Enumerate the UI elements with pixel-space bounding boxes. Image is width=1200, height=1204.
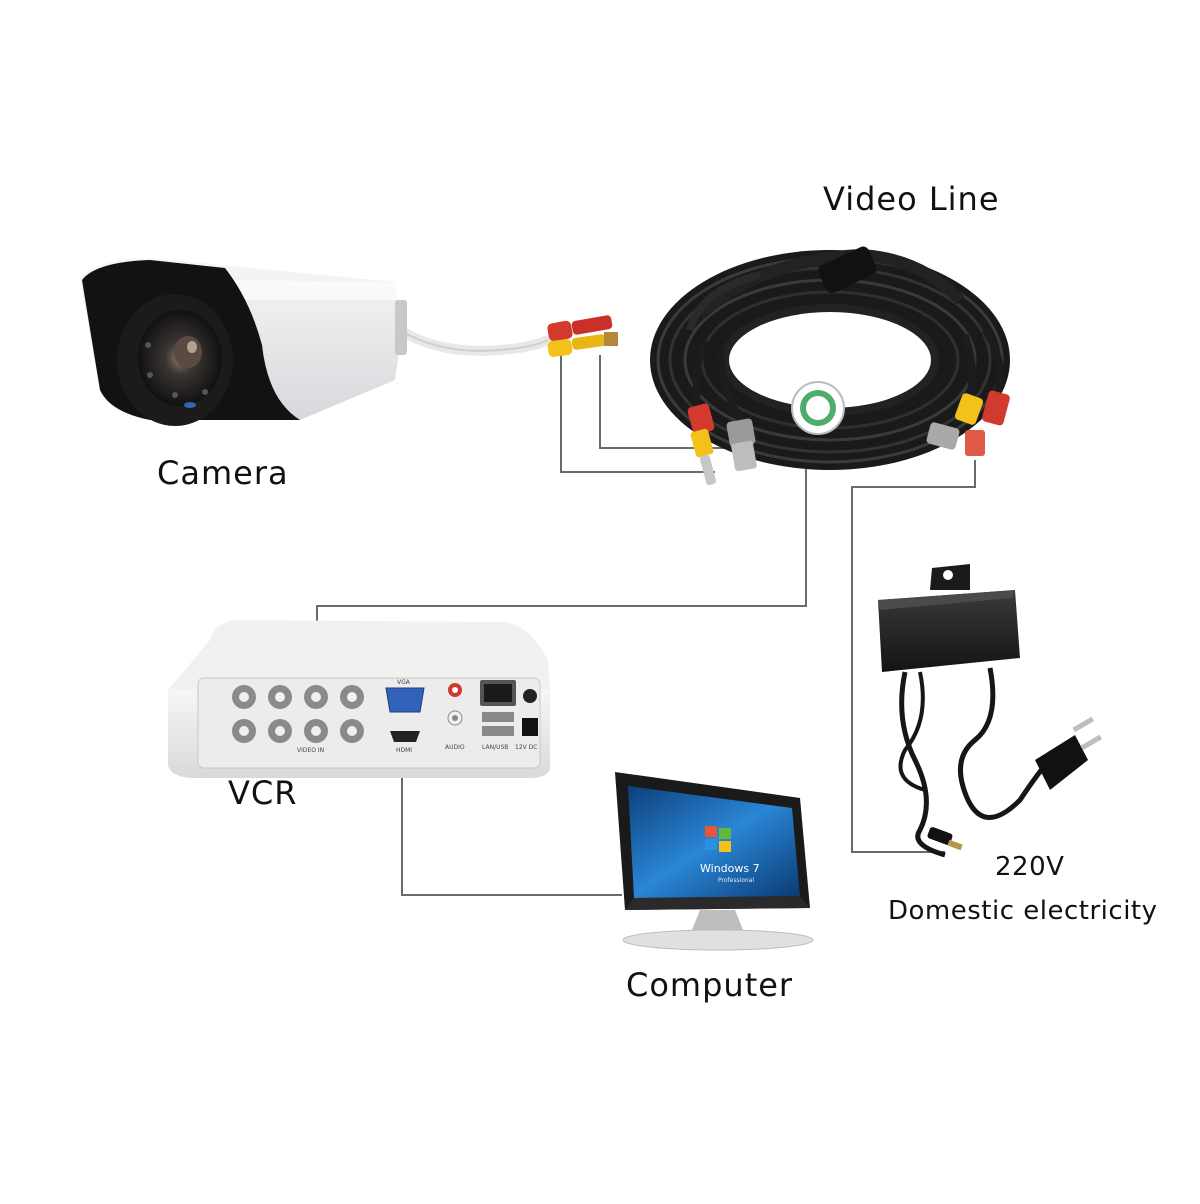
video-line-cable-illustration [650, 246, 1010, 486]
label-computer: Computer [626, 966, 794, 1004]
video-in-ports [232, 685, 364, 743]
label-domestic-electricity: Domestic electricity [888, 896, 1158, 926]
connection-lines [316, 348, 976, 896]
os-name: Windows 7 [700, 862, 760, 875]
label-voltage: 220V [995, 852, 1065, 882]
wire-cable-to-power-adapter [851, 460, 976, 853]
os-edition: Professional [718, 877, 754, 884]
port-caption-hdmi: HDMI [396, 747, 412, 754]
port-caption-vga: VGA [397, 679, 411, 686]
label-video-line: Video Line [823, 180, 1000, 218]
wire-camera-video-to-cable [560, 348, 715, 473]
label-camera: Camera [157, 454, 289, 492]
port-caption-power: 12V DC [515, 744, 537, 751]
port-caption-lan-usb: LAN/USB [482, 744, 508, 751]
windows-logo-icon [705, 826, 731, 852]
power-adapter-illustration [878, 564, 1103, 858]
vcr-illustration: VIDEO IN VGA HDMI AUDIO LAN/USB 12V DC [168, 620, 550, 778]
camera-illustration [80, 258, 553, 426]
wire-vcr-to-computer [401, 742, 622, 896]
wire-camera-power-to-cable [599, 355, 724, 449]
computer-illustration: Windows 7 Professional [615, 772, 814, 951]
port-caption-video-in: VIDEO IN [297, 747, 324, 754]
port-caption-audio: AUDIO [445, 744, 465, 751]
camera-connectors [547, 315, 618, 357]
label-vcr: VCR [228, 774, 298, 812]
